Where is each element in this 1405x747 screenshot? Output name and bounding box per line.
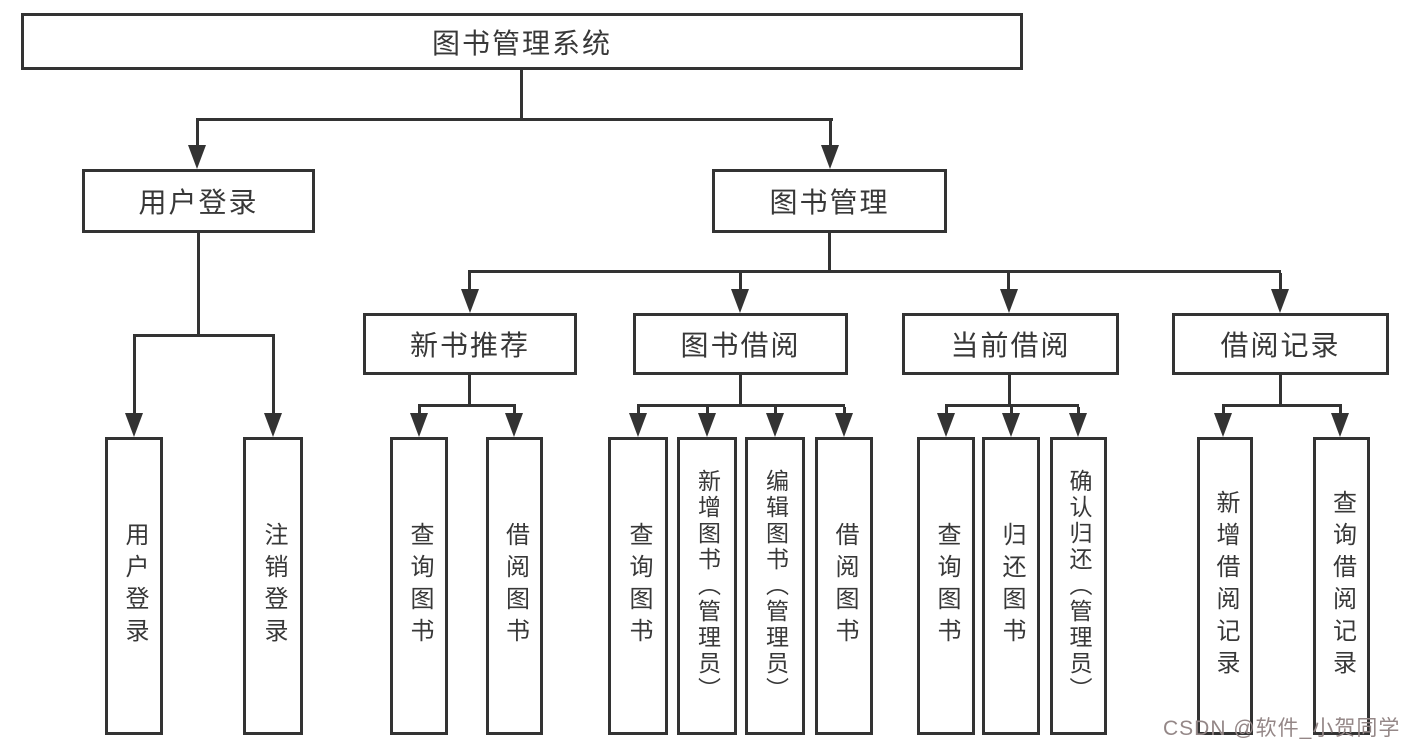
node-user-login-label: 用户登录 bbox=[138, 187, 259, 218]
connector-drop-user-login bbox=[196, 121, 199, 148]
leaf-br-add-record-label: 新增借阅记录 bbox=[1212, 490, 1239, 682]
connector-current-borrow-hline bbox=[945, 404, 1079, 407]
leaf-bb-query-books: 查询图书 bbox=[608, 437, 668, 735]
arrowhead-borrow-records-icon bbox=[1271, 289, 1289, 313]
connector-drop-cb2 bbox=[1010, 407, 1013, 417]
arrowhead-bb4-icon bbox=[835, 413, 853, 437]
connector-borrow-records-hline bbox=[1222, 404, 1342, 407]
connector-drop-bb1 bbox=[637, 407, 640, 417]
connector-drop-login-leaf2 bbox=[272, 337, 275, 417]
leaf-cb-confirm-return-admin-label: 确认归还（管理员） bbox=[1066, 469, 1092, 703]
leaf-user-login-label: 用户登录 bbox=[121, 522, 148, 650]
leaf-logout: 注销登录 bbox=[243, 437, 303, 735]
connector-drop-borrow-records bbox=[1279, 273, 1282, 293]
arrowhead-nb1-icon bbox=[410, 413, 428, 437]
connector-root-stub bbox=[520, 70, 523, 120]
connector-drop-login-leaf1 bbox=[133, 337, 136, 417]
leaf-logout-label: 注销登录 bbox=[260, 522, 287, 650]
arrowhead-bb1-icon bbox=[629, 413, 647, 437]
connector-book-mgmt-stub bbox=[828, 233, 831, 273]
connector-current-borrow-stub bbox=[1008, 375, 1011, 406]
node-root-label: 图书管理系统 bbox=[431, 27, 612, 59]
arrowhead-book-mgmt-icon bbox=[821, 145, 839, 169]
connector-drop-br2 bbox=[1339, 407, 1342, 417]
node-borrow-records: 借阅记录 bbox=[1172, 313, 1389, 375]
leaf-cb-return-books: 归还图书 bbox=[982, 437, 1040, 735]
node-borrow-records-label: 借阅记录 bbox=[1220, 330, 1341, 361]
connector-user-login-hline bbox=[133, 334, 275, 337]
connector-drop-nb2 bbox=[513, 407, 516, 417]
connector-level3-hline bbox=[468, 270, 1281, 273]
connector-drop-nb1 bbox=[418, 407, 421, 417]
arrowhead-cb3-icon bbox=[1069, 413, 1087, 437]
leaf-bb-borrow-books: 借阅图书 bbox=[815, 437, 873, 735]
connector-borrow-records-stub bbox=[1279, 375, 1282, 406]
connector-book-borrow-hline bbox=[637, 404, 845, 407]
leaf-bb-add-books-admin: 新增图书（管理员） bbox=[677, 437, 737, 735]
connector-drop-new-book bbox=[468, 273, 471, 293]
arrowhead-cb1-icon bbox=[937, 413, 955, 437]
arrowhead-cb2-icon bbox=[1002, 413, 1020, 437]
arrowhead-login-leaf1-icon bbox=[125, 413, 143, 437]
connector-drop-bb2 bbox=[706, 407, 709, 417]
leaf-nb-borrow-books: 借阅图书 bbox=[486, 437, 543, 735]
leaf-br-add-record: 新增借阅记录 bbox=[1197, 437, 1253, 735]
connector-drop-current-borrow bbox=[1007, 273, 1010, 293]
leaf-cb-query-books: 查询图书 bbox=[917, 437, 975, 735]
node-book-mgmt: 图书管理 bbox=[712, 169, 947, 233]
csdn-watermark: CSDN @软件_小贺同学 bbox=[1163, 717, 1401, 740]
leaf-nb-borrow-books-label: 借阅图书 bbox=[501, 522, 529, 650]
node-book-borrow-label: 图书借阅 bbox=[680, 330, 801, 361]
leaf-bb-borrow-books-label: 借阅图书 bbox=[831, 522, 858, 650]
leaf-bb-edit-books-admin-label: 编辑图书（管理员） bbox=[762, 469, 789, 703]
connector-drop-cb3 bbox=[1077, 407, 1080, 417]
arrowhead-current-borrow-icon bbox=[1000, 289, 1018, 313]
leaf-user-login: 用户登录 bbox=[105, 437, 163, 735]
leaf-br-query-record: 查询借阅记录 bbox=[1313, 437, 1370, 735]
arrowhead-nb2-icon bbox=[505, 413, 523, 437]
leaf-cb-confirm-return-admin: 确认归还（管理员） bbox=[1050, 437, 1107, 735]
connector-drop-book-mgmt bbox=[829, 121, 832, 148]
node-user-login: 用户登录 bbox=[82, 169, 315, 233]
node-book-borrow: 图书借阅 bbox=[633, 313, 848, 375]
node-root-system: 图书管理系统 bbox=[21, 13, 1023, 70]
connector-drop-br1 bbox=[1222, 407, 1225, 417]
node-new-book-recommend-label: 新书推荐 bbox=[409, 330, 530, 361]
connector-new-book-stub bbox=[468, 375, 471, 406]
leaf-cb-return-books-label: 归还图书 bbox=[998, 522, 1025, 650]
connector-drop-book-borrow bbox=[739, 273, 742, 293]
arrowhead-br2-icon bbox=[1331, 413, 1349, 437]
leaf-bb-edit-books-admin: 编辑图书（管理员） bbox=[745, 437, 805, 735]
leaf-nb-query-books-label: 查询图书 bbox=[406, 522, 433, 650]
leaf-bb-query-books-label: 查询图书 bbox=[625, 522, 652, 650]
arrowhead-book-borrow-icon bbox=[731, 289, 749, 313]
connector-user-login-stub bbox=[197, 233, 200, 337]
leaf-bb-add-books-admin-label: 新增图书（管理员） bbox=[694, 469, 721, 703]
leaf-cb-query-books-label: 查询图书 bbox=[933, 522, 960, 650]
leaf-nb-query-books: 查询图书 bbox=[390, 437, 448, 735]
connector-drop-bb3 bbox=[774, 407, 777, 417]
arrowhead-login-leaf2-icon bbox=[264, 413, 282, 437]
node-current-borrow: 当前借阅 bbox=[902, 313, 1119, 375]
arrowhead-new-book-icon bbox=[461, 289, 479, 313]
arrowhead-br1-icon bbox=[1214, 413, 1232, 437]
connector-drop-cb1 bbox=[945, 407, 948, 417]
node-new-book-recommend: 新书推荐 bbox=[363, 313, 577, 375]
arrowhead-bb3-icon bbox=[766, 413, 784, 437]
connector-drop-bb4 bbox=[843, 407, 846, 417]
connector-level2-hline bbox=[196, 118, 833, 121]
leaf-br-query-record-label: 查询借阅记录 bbox=[1328, 490, 1356, 682]
connector-book-borrow-stub bbox=[739, 375, 742, 406]
arrowhead-user-login-icon bbox=[188, 145, 206, 169]
arrowhead-bb2-icon bbox=[698, 413, 716, 437]
connector-new-book-hline bbox=[418, 404, 516, 407]
node-book-mgmt-label: 图书管理 bbox=[769, 187, 890, 218]
node-current-borrow-label: 当前借阅 bbox=[950, 330, 1071, 361]
